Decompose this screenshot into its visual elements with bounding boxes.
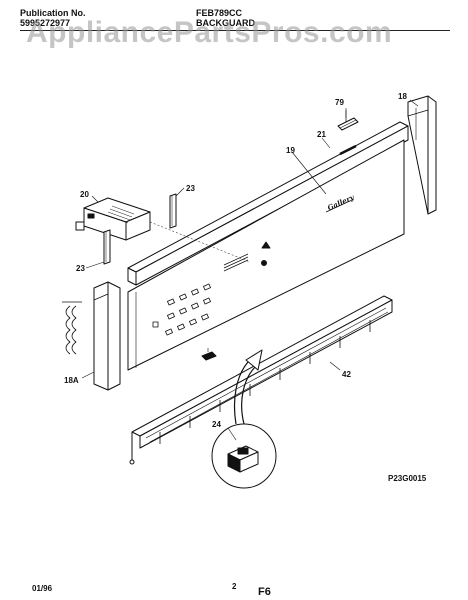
publication-label: Publication No. <box>20 8 86 18</box>
footer-page: 2 <box>232 582 237 591</box>
callout-79: 79 <box>335 98 344 107</box>
callout-21: 21 <box>317 130 326 139</box>
control-panel-19 <box>127 139 405 371</box>
leader-18a <box>81 371 95 379</box>
callout-23-top: 23 <box>186 184 195 193</box>
leader-24 <box>227 427 237 441</box>
callout-20: 20 <box>80 190 89 199</box>
footer-date: 01/96 <box>32 584 53 593</box>
header-rule <box>20 30 450 31</box>
leader-23-bottom <box>85 261 105 269</box>
model-number: FEB789CC <box>196 8 243 18</box>
footer-figure: F6 <box>258 586 271 598</box>
end-cap-18 <box>407 95 437 215</box>
bracket-23-top <box>169 193 177 229</box>
end-cap-18a <box>62 281 121 391</box>
leader-23-top <box>175 187 185 197</box>
leader-20 <box>91 195 99 203</box>
leader-19 <box>291 151 327 195</box>
section-title: BACKGUARD <box>196 18 255 28</box>
callout-24: 24 <box>212 420 221 429</box>
bracket-23-bottom <box>103 229 111 265</box>
diagram-code: P23G0015 <box>388 474 427 483</box>
callout-19: 19 <box>286 146 295 155</box>
publication-number: 5995272977 <box>20 18 71 28</box>
callout-18: 18 <box>398 92 407 101</box>
switch-24-detail <box>211 349 277 489</box>
vent-grille-42 <box>129 295 393 465</box>
watermark: AppliancePartsPros.com <box>26 16 393 49</box>
top-trim-21 <box>127 121 409 286</box>
callout-23-bottom: 23 <box>76 264 85 273</box>
clip-79 <box>337 110 359 131</box>
callout-18a: 18A <box>64 376 79 385</box>
callout-42: 42 <box>342 370 351 379</box>
gallery-badge <box>325 199 353 213</box>
leader-18 <box>409 99 419 107</box>
leader-42 <box>329 361 341 371</box>
control-board-20 <box>75 197 251 263</box>
leader-21 <box>321 137 331 149</box>
rocker-switch-small <box>201 348 217 361</box>
